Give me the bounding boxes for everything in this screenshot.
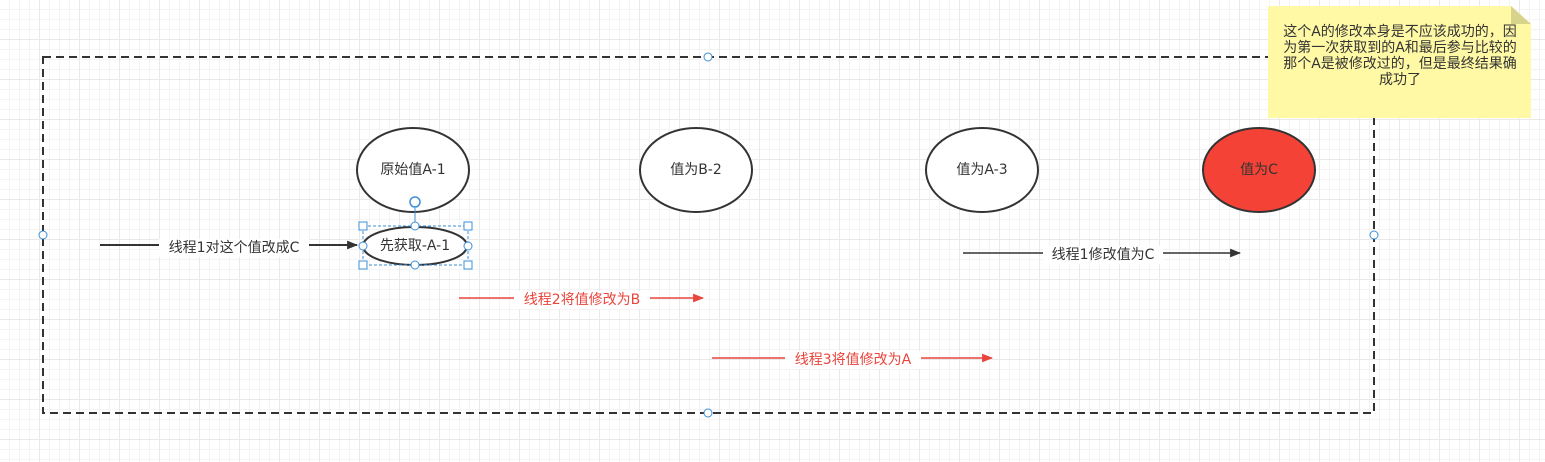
node-value-a-label: 值为A-3 bbox=[956, 162, 1008, 178]
sticky-note[interactable] bbox=[1268, 6, 1531, 118]
resize-handle-right[interactable] bbox=[463, 241, 473, 251]
edge-thread1-intent-label: 线程1对这个值改成C bbox=[159, 239, 309, 257]
node-value-a[interactable] bbox=[925, 127, 1039, 213]
resize-handle-left[interactable] bbox=[358, 241, 368, 251]
container-handle-top[interactable] bbox=[703, 52, 713, 62]
sticky-note-text: 这个A的修改本身是不应该成功的，因为第一次获取到的A和最后参与比较的那个A是被修… bbox=[1283, 24, 1517, 88]
node-value-b[interactable] bbox=[639, 127, 753, 213]
container-handle-right[interactable] bbox=[1369, 230, 1379, 240]
resize-handle-top[interactable] bbox=[410, 221, 420, 231]
node-value-c-label: 值为C bbox=[1240, 162, 1278, 178]
container-handle-left[interactable] bbox=[38, 230, 48, 240]
dashed-container[interactable] bbox=[42, 56, 1375, 414]
resize-handle-top-left[interactable] bbox=[358, 221, 368, 231]
resize-handle-bottom[interactable] bbox=[410, 260, 420, 270]
resize-handle-bottom-left[interactable] bbox=[358, 260, 368, 270]
rotate-handle[interactable] bbox=[409, 196, 421, 208]
node-original-value-label: 原始值A-1 bbox=[380, 162, 446, 178]
resize-handle-bottom-right[interactable] bbox=[463, 260, 473, 270]
edge-thread2-label: 线程2将值修改为B bbox=[514, 291, 650, 309]
node-original-value[interactable] bbox=[356, 127, 470, 213]
node-value-b-label: 值为B-2 bbox=[670, 162, 722, 178]
edge-thread1-modify-label: 线程1修改值为C bbox=[1043, 246, 1163, 264]
container-handle-bottom[interactable] bbox=[703, 408, 713, 418]
resize-handle-top-right[interactable] bbox=[463, 221, 473, 231]
edge-thread3-label: 线程3将值修改为A bbox=[785, 351, 921, 369]
node-first-get-label: 先获取-A-1 bbox=[379, 238, 451, 254]
node-value-c[interactable] bbox=[1202, 127, 1316, 213]
